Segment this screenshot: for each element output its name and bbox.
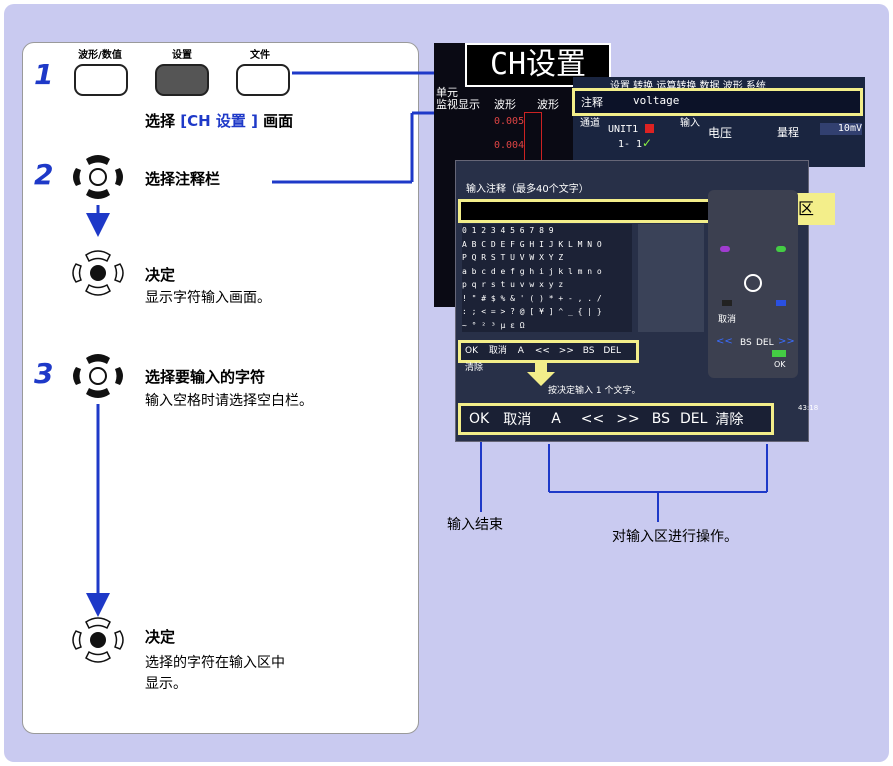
comment-value: voltage [633,94,680,107]
keyboard-row[interactable]: : ; < = > ? @ [ ¥ ] ^ _ { | } [462,307,602,316]
arrow-down-icon [527,360,555,386]
input-label: 输入 [680,118,700,129]
keyboard-row[interactable]: ~ ° ² ³ µ ε Ω [462,320,525,330]
a-button[interactable]: A [551,411,561,427]
remote-bs-label: BS [740,338,752,348]
keyboard-row[interactable]: a b c d e f g h i j k l m n o [462,266,602,276]
file-button-label: 文件 [250,50,270,61]
keyboard-preview [638,224,704,332]
step-3-text: 选择要输入的字符 [145,368,266,386]
keyboard-row[interactable]: ! " # $ % & ' ( ) * + - , . / [462,293,602,303]
menu-tabs[interactable]: 设置 转换 运算转换 数据 波形 系统 [610,81,766,92]
remote-del-label: DEL [756,338,774,348]
steps-panel [22,42,419,734]
remote-right-icon[interactable]: >> [778,336,795,347]
backspace-button[interactable]: BS [651,411,670,427]
input-area[interactable] [458,199,722,223]
small-bs-button[interactable]: BS [582,346,595,356]
ok-button[interactable]: OK [469,411,490,427]
remote-ok-label: OK [774,360,786,369]
small-cancel-button[interactable]: 取消 [488,346,507,356]
monitor-value-1: 0.005 [494,116,525,127]
input-dialog-title: 输入注释（最多40个文字） [466,184,589,195]
unit-color-icon [645,124,654,133]
unit-tab[interactable]: 单元 [436,86,458,99]
big-button-bar: OK 取消 A << >> BS DEL 清除 [458,403,774,435]
cursor-right-button[interactable]: >> [616,411,640,427]
comment-field[interactable]: 注释 voltage [572,88,863,116]
enter-button-icon [72,617,124,663]
remote-ok-key-icon[interactable] [772,350,786,357]
step-3-confirm-desc-line2: 显示。 [145,676,187,692]
step-3-number: 3 [34,357,54,390]
step-3-confirm-desc-line1: 选择的字符在输入区中 [145,655,285,671]
unit-value: UNIT1 [608,124,639,135]
small-del-button[interactable]: DEL [603,346,621,356]
voltage-value[interactable]: 电压 [708,126,733,140]
channel-label: 通道 [580,118,600,129]
monitor-tab[interactable]: 监视显示 [436,98,480,111]
clock: 43:18 [798,404,819,412]
check-icon: ✓ [642,136,653,150]
step-1-text: 选择 [CH 设置 ] 画面 [145,112,294,130]
wave-tab-2[interactable]: 波形 [537,98,559,111]
green-key-icon[interactable] [776,246,786,252]
waveform-value-button[interactable] [74,64,128,96]
step-3-desc: 输入空格时请选择空白栏。 [145,393,313,409]
setting-button[interactable] [155,64,209,96]
file-button[interactable] [236,64,290,96]
blue-key-icon[interactable] [776,300,786,306]
range-label: 量程 [777,126,799,139]
waveform-value-button-label: 波形/数值 [78,50,122,61]
range-value[interactable]: 10mV [820,123,862,135]
end-input-annotation: 输入结束 [447,517,503,533]
remote-dial-icon[interactable] [744,274,762,292]
rotary-dial-icon [73,354,123,398]
step-3-confirm: 决定 [145,628,176,646]
keyboard-row[interactable]: p q r s t u v w x y z [462,280,564,289]
step-1-number: 1 [34,58,54,91]
small-button-bar: OK 取消 A << >> BS DEL 清除 [458,340,639,373]
keyboard-row[interactable]: 0 1 2 3 4 5 6 7 8 9 [462,226,554,235]
keyboard-row[interactable]: A B C D E F G H I J K L M N O [462,239,602,249]
small-clear-button[interactable]: 清除 [465,363,484,373]
small-ok-button[interactable]: OK [465,346,478,356]
clear-button[interactable]: 清除 [715,412,744,428]
wave-tab[interactable]: 波形 [494,98,516,111]
channel-value[interactable]: 1- 1 [618,139,643,150]
monitor-bar [524,112,542,166]
purple-key-icon[interactable] [720,246,730,252]
character-keyboard[interactable]: 0 1 2 3 4 5 6 7 8 9 A B C D E F G H I J … [462,224,632,332]
remote-cancel-label: 取消 [718,315,737,325]
step-2-confirm: 决定 [145,266,176,284]
step-2-confirm-desc: 显示字符输入画面。 [145,290,271,306]
rotary-dial-icon [73,155,123,199]
step-2-text: 选择注释栏 [145,170,221,188]
keyboard-row[interactable]: P Q R S T U V W X Y Z [462,253,564,262]
delete-button[interactable]: DEL [679,411,708,427]
small-right-button[interactable]: >> [558,346,574,356]
small-left-button[interactable]: << [534,346,550,356]
comment-label: 注释 [581,96,603,109]
enter-button-icon [72,250,124,296]
remote-left-icon[interactable]: << [716,336,733,347]
step-2-number: 2 [34,158,54,191]
monitor-value-2: 0.004 [494,140,525,151]
cursor-left-button[interactable]: << [580,411,605,427]
cancel-button[interactable]: 取消 [503,412,532,428]
black-key-icon[interactable] [722,300,732,306]
input-hint: 按决定输入 1 个文字。 [548,386,641,396]
setting-button-label: 设置 [172,50,192,61]
small-a-button[interactable]: A [517,346,524,356]
operate-input-annotation: 对输入区进行操作。 [612,529,738,545]
ch-settings-title: CH设置 [465,43,611,87]
